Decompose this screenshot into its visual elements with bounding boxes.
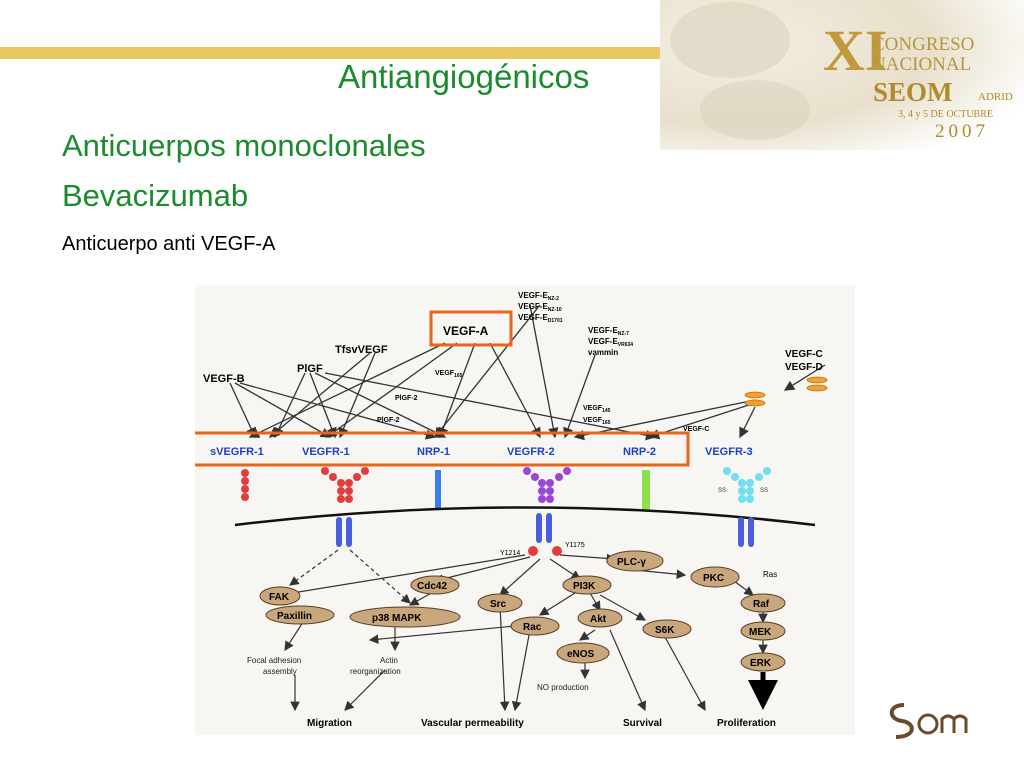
node-raf: Raf (753, 599, 770, 610)
label-focal-adhesion: Focal adhesion (247, 656, 301, 665)
signaling-arrows (278, 549, 768, 712)
site-label-y1175: Y1175 (565, 542, 585, 549)
vegf-pathway-diagram: VEGF-A VEGF-ENZ-2 VEGF-ENZ-10 VEGF-ED170… (195, 285, 855, 735)
label-no-production: NO production (537, 683, 589, 692)
nrp1-glyph (435, 470, 441, 510)
logo-numeral: XI (823, 18, 887, 83)
ligand-vegf-e-vr634: VEGF-EVR634 (588, 337, 633, 348)
receptor-svegfr1: sVEGFR-1 (210, 446, 264, 458)
receptor-nrp2: NRP-2 (623, 446, 656, 458)
vegfr2-glyph (523, 467, 571, 503)
ligand-vegf-e-nz7: VEGF-ENZ-7 (588, 326, 629, 337)
ligand-plgf2-a: PlGF-2 (395, 395, 418, 402)
slide-subtitle-line2: Bevacizumab (62, 178, 249, 213)
vegfr3-glyph (723, 467, 771, 503)
outcome-proliferation: Proliferation (717, 718, 776, 729)
disulfide-label-left: SS (718, 488, 726, 494)
ligand-vegf-c-label: VEGF-C (683, 426, 709, 433)
node-pkc: PKC (703, 573, 724, 584)
ligand-vegf-e-nz10: VEGF-ENZ-10 (518, 302, 562, 313)
receptor-vegfr1: VEGFR-1 (302, 446, 350, 458)
ligand-vegf-b: VEGF-B (203, 373, 245, 385)
node-p38: p38 MAPK (372, 613, 422, 624)
vegfr1-glyph (321, 467, 369, 503)
label-reorganization: reorganization (350, 667, 401, 676)
ligand-vegf165-b: VEGF165 (583, 417, 611, 426)
logo-line1: CONGRESO (872, 34, 974, 55)
node-erk: ERK (750, 658, 772, 669)
ligand-vegf-e-nz2: VEGF-ENZ-2 (518, 291, 559, 302)
ligand-vegf-e-d1701: VEGF-ED1701 (518, 313, 563, 324)
vegf-c-d-ligand-icons (744, 376, 828, 407)
ligand-vegf145: VEGF145 (583, 405, 611, 414)
label-actin: Actin (380, 656, 398, 665)
label-assembly: assembly (263, 667, 297, 676)
outcome-migration: Migration (307, 718, 352, 729)
slide-body-text: Anticuerpo anti VEGF-A (62, 233, 276, 255)
logo-year: 2007 (935, 121, 989, 142)
node-paxillin: Paxillin (277, 611, 312, 622)
logo-seom: SEOM (873, 77, 953, 107)
receptor-nrp1: NRP-1 (417, 446, 450, 458)
node-s6k: S6K (655, 625, 675, 636)
node-rac: Rac (523, 622, 542, 633)
site-label-y1214: Y1214 (500, 550, 520, 557)
node-src: Src (490, 599, 507, 610)
slide-subtitle-line1: Anticuerpos monoclonales (62, 128, 426, 163)
ligand-vegf-c: VEGF-C (785, 349, 823, 360)
outcome-vascular-permeability: Vascular permeability (421, 718, 524, 729)
logo-city: ADRID (978, 91, 1013, 103)
node-mek: MEK (749, 627, 772, 638)
phospho-site-y1175 (552, 546, 562, 556)
node-plc: PLC-γ (617, 557, 646, 568)
ligand-tfsvvegf: TfsvVEGF (335, 344, 388, 356)
receptor-vegfr2: VEGFR-2 (507, 446, 555, 458)
slide-title: Antiangiogénicos (338, 58, 590, 95)
cell-membrane (234, 506, 816, 527)
ligand-binding-arrows (229, 304, 826, 441)
disulfide-label-right: SS (760, 488, 768, 494)
header-rule (0, 47, 690, 59)
node-pi3k: PI3K (573, 581, 596, 592)
receptor-highlight-box (195, 431, 690, 467)
outcome-survival: Survival (623, 718, 662, 729)
logo-dates: 3, 4 y 5 DE OCTUBRE (898, 109, 993, 120)
vegf-a-highlight-box (429, 310, 513, 347)
node-ras: Ras (763, 570, 777, 579)
receptor-vegfr3: VEGFR-3 (705, 446, 753, 458)
logo-line2: NACIONAL (872, 54, 971, 75)
node-cdc42: Cdc42 (417, 581, 447, 592)
nrp2-glyph (642, 470, 650, 510)
ligand-vammin: vammin (588, 348, 618, 357)
congress-logo: XI CONGRESO NACIONAL SEOM ADRID 3, 4 y 5… (660, 0, 1024, 150)
seom-logo (882, 697, 976, 745)
signaling-nodes (259, 550, 786, 672)
node-fak: FAK (269, 592, 290, 603)
phospho-site-y1214 (528, 546, 538, 556)
node-enos: eNOS (567, 649, 595, 660)
ligand-plgf2-b: PlGF-2 (377, 417, 400, 424)
ligand-vegf-d: VEGF-D (785, 362, 823, 373)
ligand-vegf165: VEGF165 (435, 370, 463, 379)
ligand-vegf-a: VEGF-A (443, 324, 489, 338)
ligand-plgf: PlGF (297, 363, 323, 375)
node-akt: Akt (590, 614, 607, 625)
intracellular-kinase-domains (336, 513, 754, 547)
svegfr1-glyph (241, 469, 249, 501)
